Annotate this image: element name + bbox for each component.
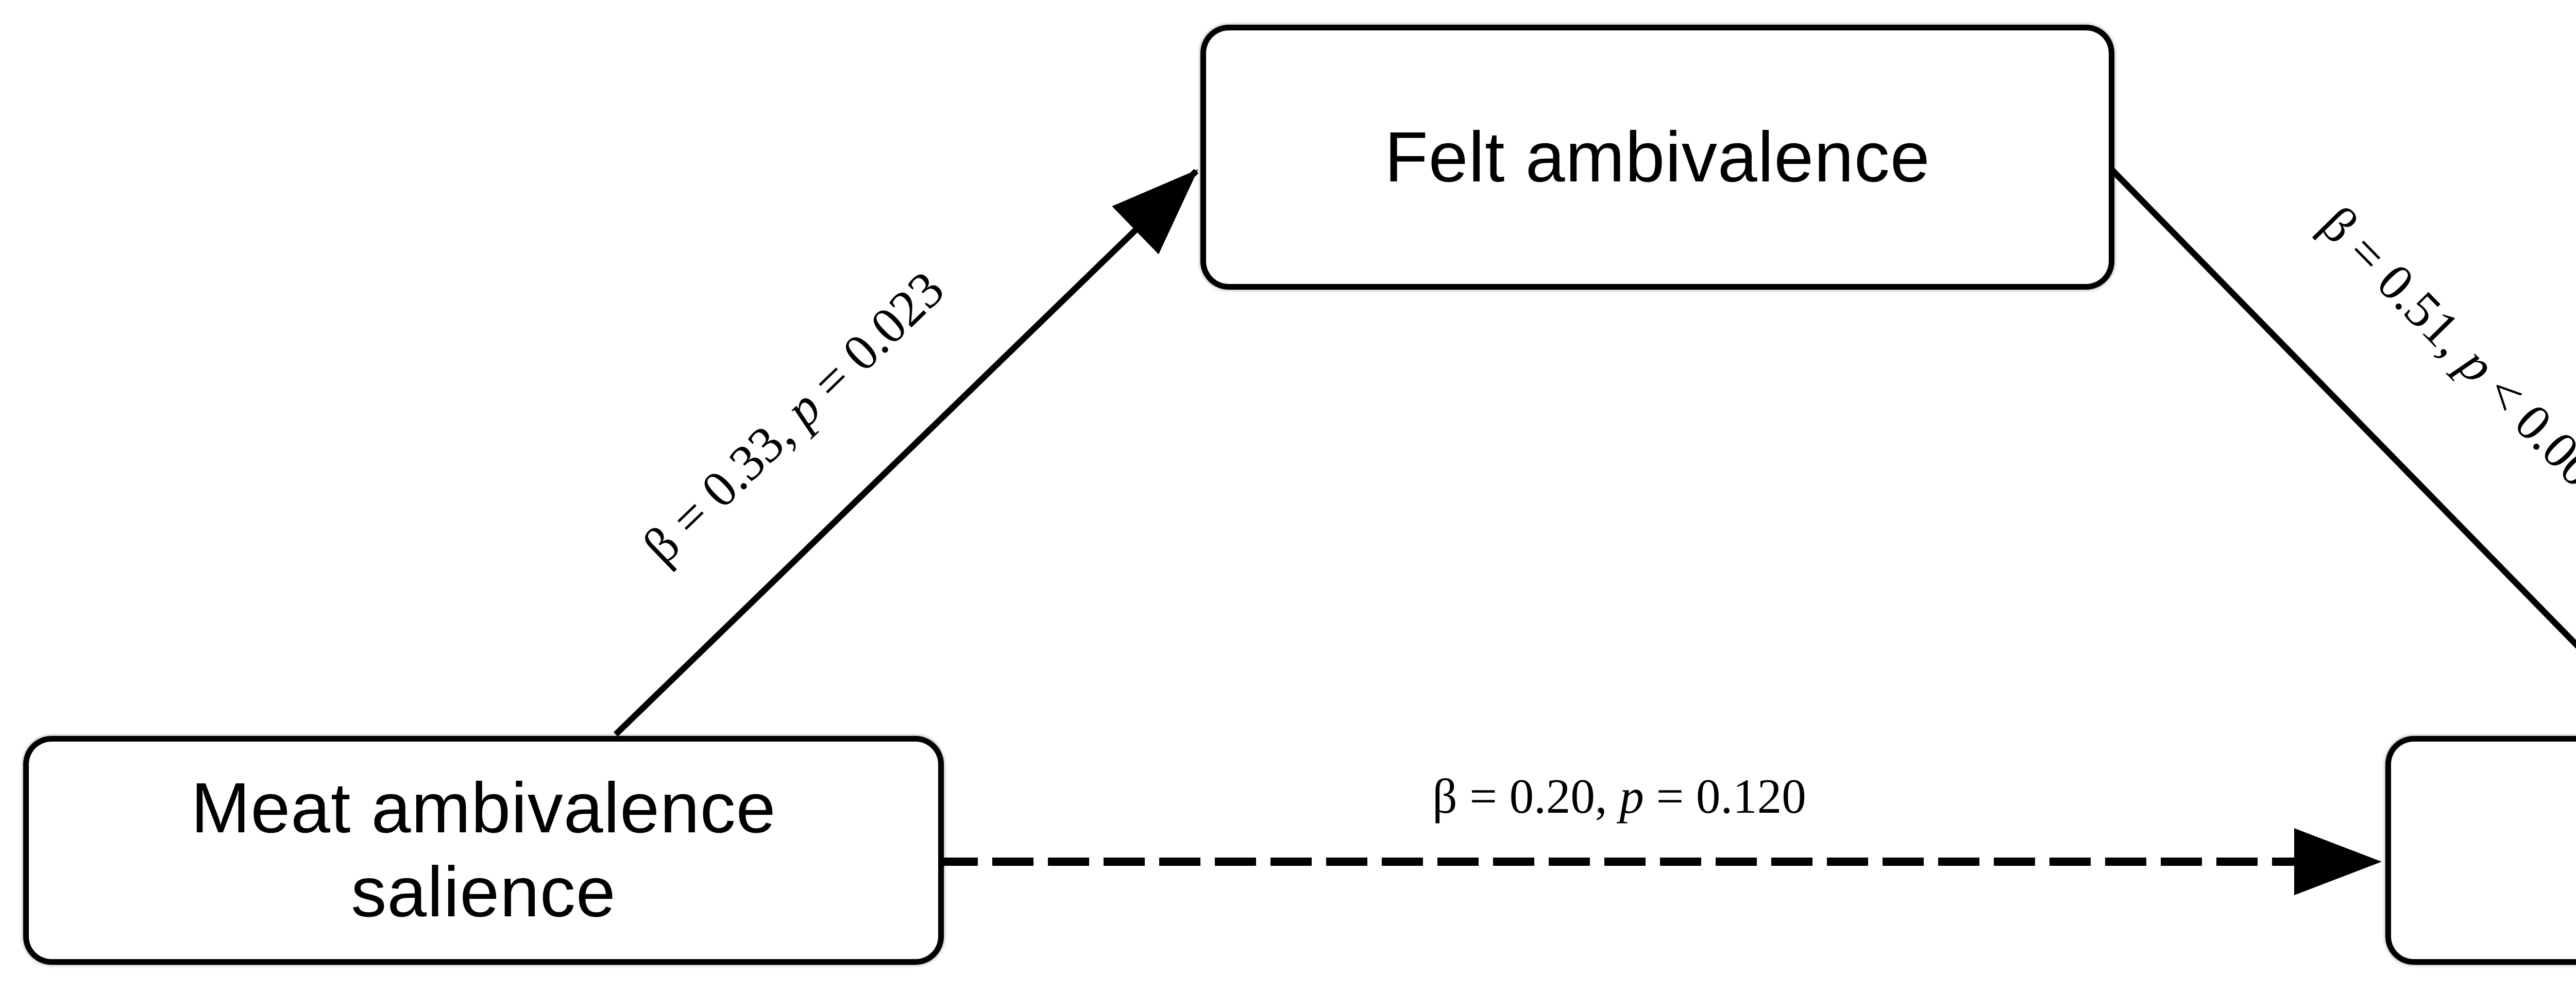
path-a-line [613,169,1199,737]
predictor-box-label-line2: salience [351,852,616,932]
path-b-line [2102,160,2576,649]
predictor-box-label-line1: Meat ambivalence [191,768,776,848]
predictor-box-meat-ambivalence-salience: Meat ambivalence salience [23,736,944,965]
path-c-coefficient-label: β = 0.20, p = 0.120 [1432,768,1806,825]
mediator-box-felt-ambivalence: Felt ambivalence [1200,25,2114,290]
path-c-beta-value: β = 0.20, [1432,769,1620,824]
path-c-p-symbol: p [1619,769,1644,824]
path-c-p-value: = 0.120 [1643,769,1806,824]
outcome-box-intention-to-eat-less-meat: Intention to eat less meat [2385,736,2576,965]
mediator-box-label: Felt ambivalence [1384,117,1930,197]
